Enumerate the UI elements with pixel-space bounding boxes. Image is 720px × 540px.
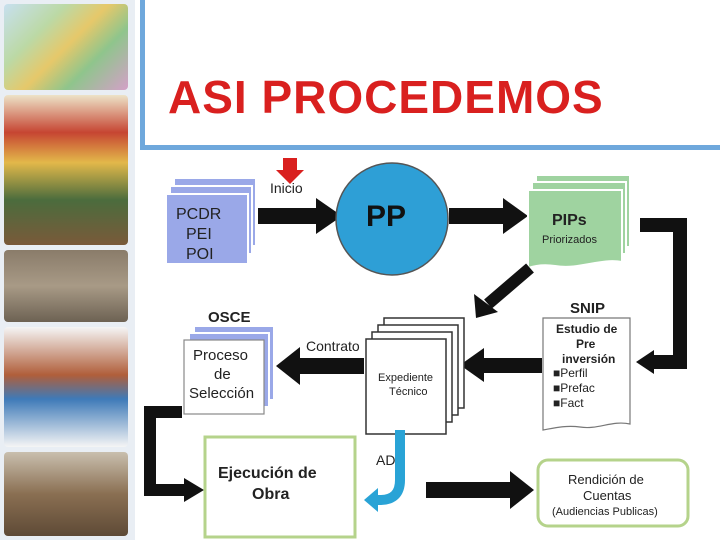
arrow-snip-to-expediente [474, 263, 534, 318]
bullet-icon: ■ [553, 396, 561, 410]
arrow-pips-to-snip [636, 218, 687, 374]
native-couple-photo [4, 327, 128, 447]
prefac-label: Prefac [560, 381, 595, 395]
arrow-estudio-to-expediente [460, 348, 542, 382]
snip-document [542, 317, 631, 431]
pp-circle [335, 162, 449, 276]
estudio-label-1: Estudio de [556, 322, 618, 336]
bullet-icon: ■ [553, 381, 561, 395]
arrow-pcdr-to-pp [258, 198, 342, 234]
snip-label: SNIP [570, 300, 606, 317]
dancers-photo [4, 95, 128, 245]
arrow-expediente-to-proceso [276, 347, 364, 385]
priorizados-label: Priorizados [542, 234, 598, 246]
estudio-label-2: Pre [576, 337, 596, 351]
pcdr-document-stack [165, 177, 257, 265]
map-image [4, 4, 128, 90]
perfil-label: Perfil [560, 366, 588, 380]
inicio-arrow-icon [276, 158, 304, 184]
bullet-icon: ■ [553, 366, 561, 380]
rendicion-box [536, 458, 690, 528]
proceso-label-2: de [214, 366, 231, 383]
ejecucion-label-2: Obra [252, 486, 290, 503]
perfil-item: ■Perfil [553, 366, 588, 380]
osce-label: OSCE [208, 309, 251, 326]
contrato-label: Contrato [306, 338, 360, 354]
prefac-item: ■Prefac [553, 381, 595, 395]
expediente-label-1: Expediente [378, 372, 434, 384]
ruins-photo-2 [4, 452, 128, 536]
title-frame [140, 0, 720, 150]
arrow-to-rendicion [426, 471, 534, 509]
rendicion-label-2: Cuentas [583, 488, 632, 503]
ruins-photo [4, 250, 128, 322]
pei-label: PEI [186, 226, 212, 243]
ejecucion-label-1: Ejecución de [218, 465, 317, 482]
ad-curved-arrow-icon [364, 430, 405, 512]
ejecucion-box [203, 435, 357, 539]
arrow-pp-to-pips [449, 198, 528, 234]
proceso-label-3: Selección [189, 385, 255, 402]
left-photo-strip [0, 0, 135, 540]
fact-label: Fact [560, 396, 584, 410]
pips-label: PIPs [552, 212, 587, 229]
proceso-label-1: Proceso [193, 347, 249, 364]
expediente-label-2: Técnico [389, 386, 428, 398]
pp-label: PP [366, 200, 407, 233]
audiencias-label: (Audiencias Publicas) [552, 506, 658, 518]
rendicion-label-1: Rendición de [568, 472, 644, 487]
proceso-document-stack [183, 325, 275, 415]
pcdr-label: PCDR [176, 206, 222, 223]
inicio-label: Inicio [270, 180, 303, 196]
expediente-document-stack [365, 317, 465, 435]
estudio-label-3: inversión [562, 352, 616, 366]
page-title: ASI PROCEDEMOS [168, 71, 604, 123]
poi-label: POI [186, 246, 214, 263]
pips-document-stack [527, 174, 631, 270]
arrow-proceso-to-ejecucion [144, 406, 204, 502]
fact-item: ■Fact [553, 396, 584, 410]
ad-label: AD [376, 452, 396, 468]
